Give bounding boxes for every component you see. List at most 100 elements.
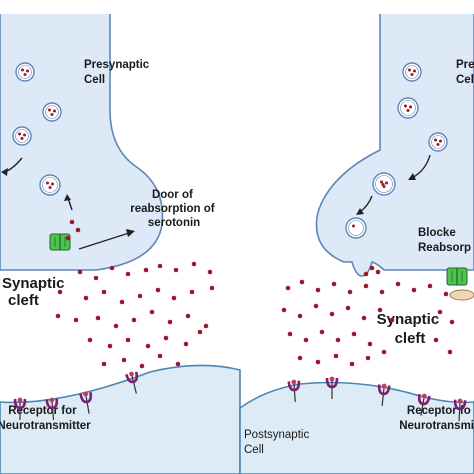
right-presynaptic-label: Pres Cell [456, 59, 474, 86]
neurotransmitter-dot [385, 181, 388, 185]
neurotransmitter-dot [433, 337, 439, 343]
neurotransmitter-dot [347, 289, 353, 295]
left-vesicle [42, 102, 62, 122]
neurotransmitter-dot [313, 303, 319, 309]
neurotransmitter-dot [408, 68, 411, 72]
neurotransmitter-dot [189, 289, 195, 295]
left-presynaptic-label: Presynaptic Cell [84, 59, 152, 86]
neurotransmitter-dot [427, 283, 433, 289]
neurotransmitter-dot [149, 309, 155, 315]
neurotransmitter-dot [175, 361, 181, 367]
neurotransmitter-dot [413, 69, 416, 73]
neurotransmitter-dot [155, 287, 161, 293]
receptor-icon [287, 379, 301, 402]
left-presynaptic-cell [0, 14, 164, 271]
neurotransmitter-dot [447, 349, 453, 355]
neurotransmitter-dot [83, 295, 89, 301]
neurotransmitter-dot [367, 341, 373, 347]
receptor-icon [325, 376, 339, 399]
neurotransmitter-dot [404, 104, 407, 108]
neurotransmitter-dot [157, 353, 163, 359]
neurotransmitter-dot [69, 219, 75, 225]
right-blocked-label: Blocke Reabsorp [418, 227, 471, 254]
receptor-icon [453, 398, 467, 422]
receptor-icon [417, 393, 431, 416]
neurotransmitter-dot [395, 281, 401, 287]
left-arrows [1, 157, 135, 250]
right-vesicle [397, 97, 419, 119]
neurotransmitter-dot [93, 275, 99, 281]
neurotransmitter-dot [319, 329, 325, 335]
neurotransmitter-dot [87, 337, 93, 343]
neurotransmitter-dot [335, 337, 341, 343]
neurotransmitter-dot [77, 269, 83, 275]
neurotransmitter-dot [125, 337, 131, 343]
receptor-icon [13, 397, 27, 420]
right-receptor-label: Receptor fo Neurotransmi [399, 405, 474, 432]
left-door-label: Door of reabsorption of serotonin [130, 189, 218, 229]
left-vesicles [12, 62, 62, 196]
neurotransmitter-dot [381, 183, 385, 186]
right-vesicle [372, 172, 396, 196]
neurotransmitter-dot [109, 265, 115, 271]
neurotransmitter-dot [73, 317, 79, 323]
receptor-icon [79, 391, 93, 414]
left-postsynaptic-cell [0, 364, 241, 474]
neurotransmitter-dot [65, 235, 71, 241]
receptor-icon [377, 383, 391, 406]
neurotransmitter-dot [209, 285, 215, 291]
neurotransmitter-dot [381, 349, 387, 355]
neurotransmitter-dot [95, 315, 101, 321]
right-vesicles [345, 62, 448, 239]
neurotransmitter-dot [411, 287, 417, 293]
right-postsynaptic-label: Postsynaptic Cell [244, 429, 312, 456]
neurotransmitter-dot [345, 305, 351, 311]
neurotransmitter-dot [137, 293, 143, 299]
neurotransmitter-dot [173, 267, 179, 273]
neurotransmitter-dot [57, 289, 63, 295]
neurotransmitter-dot [113, 323, 119, 329]
neurotransmitter-dot [26, 69, 29, 73]
neurotransmitter-dot [157, 263, 163, 269]
neurotransmitter-dot [139, 363, 145, 369]
neurotransmitter-dot [331, 281, 337, 287]
neurotransmitter-dot [315, 359, 321, 365]
neurotransmitter-dot [297, 355, 303, 361]
neurotransmitter-dot [121, 357, 127, 363]
neurotransmitter-dot [143, 267, 149, 273]
neurotransmitter-dot [437, 309, 443, 315]
neurotransmitter-dot [281, 307, 287, 313]
neurotransmitter-dot [365, 355, 371, 361]
neurotransmitter-dot [389, 317, 395, 323]
neurotransmitter-dot [145, 343, 151, 349]
neurotransmitter-dot [197, 329, 203, 335]
neurotransmitter-dot [436, 143, 440, 146]
neurotransmitter-dot [50, 113, 54, 116]
right-vesicle [428, 132, 448, 152]
neurotransmitter-dot [377, 307, 383, 313]
right-vesicle [402, 62, 422, 82]
neurotransmitter-dot [23, 133, 26, 137]
neurotransmitter-dot [53, 109, 56, 113]
neurotransmitter-dot [23, 73, 27, 76]
left-vesicle [12, 126, 32, 146]
neurotransmitter-dot [439, 139, 442, 143]
neurotransmitter-dot [107, 343, 113, 349]
right-blocked-transporter [446, 267, 474, 301]
neurotransmitter-dots [55, 219, 455, 369]
left-receptor-label: Receptor for Neurotransmitter [0, 405, 91, 432]
neurotransmitter-dot [410, 73, 414, 76]
neurotransmitter-dot [303, 337, 309, 343]
neurotransmitter-dot [51, 182, 54, 186]
neurotransmitter-dot [131, 317, 137, 323]
neurotransmitter-dot [297, 313, 303, 319]
receptor-icon [45, 397, 59, 420]
left-reabsorption-door [49, 233, 71, 251]
neurotransmitter-dot [299, 279, 305, 285]
right-vesicle [345, 217, 367, 239]
neurotransmitter-dot [75, 227, 81, 233]
right-synaptic-cleft-label: Synaptic cleft [377, 311, 444, 347]
neurotransmitter-dot [379, 289, 385, 295]
neurotransmitter-dot [21, 68, 24, 72]
